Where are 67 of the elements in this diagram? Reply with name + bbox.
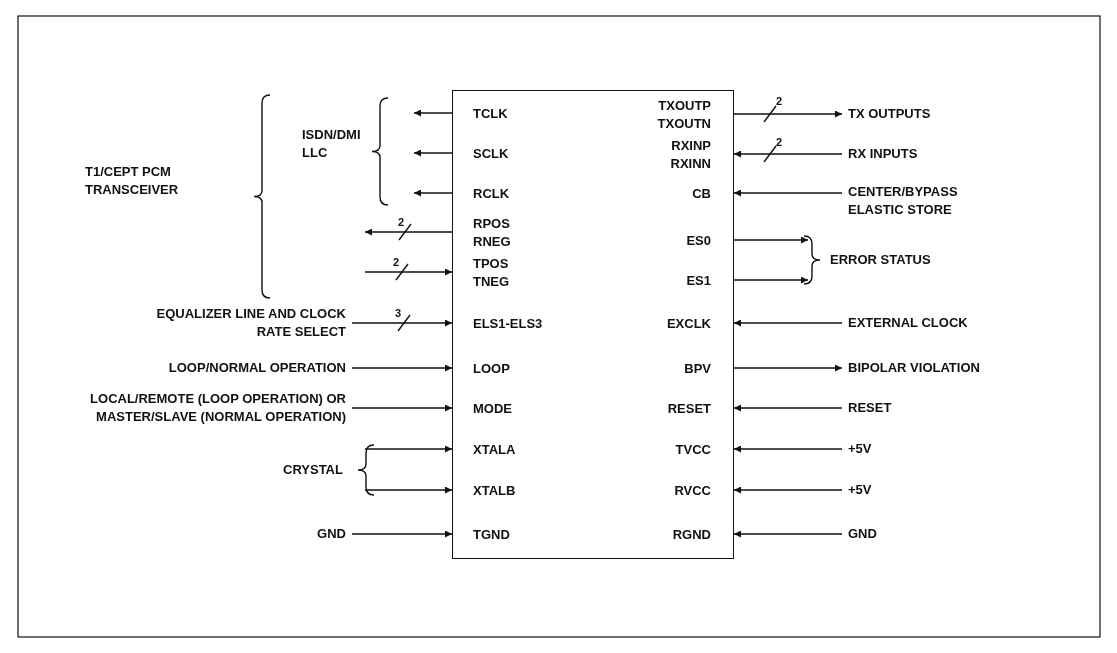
pin-name: EXCLK xyxy=(651,315,711,333)
pin-name: RESET xyxy=(651,400,711,418)
chip-body xyxy=(452,90,734,559)
pin-name: ELS1-ELS3 xyxy=(473,315,563,333)
group-label: ISDN/DMI LLC xyxy=(302,126,362,162)
signal-arrow xyxy=(733,486,843,494)
signal-arrow xyxy=(733,150,843,158)
signal-label: GND xyxy=(848,525,1008,543)
signal-label: TX OUTPUTS xyxy=(848,105,1008,123)
signal-arrow xyxy=(733,404,843,412)
signal-label: EXTERNAL CLOCK xyxy=(848,314,1008,332)
group-label: ERROR STATUS xyxy=(830,251,932,269)
signal-arrow xyxy=(733,364,843,372)
pin-name: CB xyxy=(651,185,711,203)
signal-arrow xyxy=(364,445,453,453)
signal-arrow xyxy=(733,445,843,453)
signal-arrow xyxy=(733,276,809,284)
pin-name: TXOUTP TXOUTN xyxy=(641,97,711,133)
signal-arrow xyxy=(351,319,453,327)
signal-arrow xyxy=(413,189,453,197)
signal-arrow xyxy=(413,109,453,117)
signal-arrow xyxy=(733,236,809,244)
bus-width-number: 2 xyxy=(393,255,400,270)
signal-arrow xyxy=(733,319,843,327)
pin-name: ES1 xyxy=(651,272,711,290)
pin-name: TCLK xyxy=(473,105,533,123)
signal-arrow xyxy=(413,149,453,157)
pin-name: SCLK xyxy=(473,145,533,163)
pin-name: RGND xyxy=(651,526,711,544)
pin-name: XTALB xyxy=(473,482,533,500)
signal-arrow xyxy=(351,364,453,372)
signal-arrow xyxy=(733,189,843,197)
signal-label: EQUALIZER LINE AND CLOCK RATE SELECT xyxy=(156,305,346,341)
signal-arrow xyxy=(364,268,453,276)
signal-arrow xyxy=(364,486,453,494)
signal-label: LOOP/NORMAL OPERATION xyxy=(106,359,346,377)
pin-name: XTALA xyxy=(473,441,533,459)
signal-arrow xyxy=(733,110,843,118)
signal-label: RESET xyxy=(848,399,1008,417)
bus-width-number: 2 xyxy=(398,215,405,230)
signal-label: RX INPUTS xyxy=(848,145,1008,163)
signal-label: +5V xyxy=(848,481,1008,499)
pin-name: ES0 xyxy=(651,232,711,250)
pin-name: TPOS TNEG xyxy=(473,255,523,291)
group-label: T1/CEPT PCM TRANSCEIVER xyxy=(85,163,180,199)
bus-width-number: 3 xyxy=(395,306,402,321)
signal-label: CENTER/BYPASS ELASTIC STORE xyxy=(848,183,1008,219)
pin-name: RVCC xyxy=(651,482,711,500)
pin-name: RPOS RNEG xyxy=(473,215,523,251)
signal-arrow xyxy=(351,404,453,412)
signal-label: GND xyxy=(286,525,346,543)
pin-name: LOOP xyxy=(473,360,533,378)
signal-arrow xyxy=(351,530,453,538)
pin-name: TVCC xyxy=(651,441,711,459)
group-label: CRYSTAL xyxy=(283,461,344,479)
signal-arrow xyxy=(733,530,843,538)
signal-arrow xyxy=(364,228,453,236)
signal-label: +5V xyxy=(848,440,1008,458)
signal-label: BIPOLAR VIOLATION xyxy=(848,359,1038,377)
pin-name: RCLK xyxy=(473,185,533,203)
pin-name: BPV xyxy=(651,360,711,378)
bus-width-number: 2 xyxy=(776,135,783,150)
pin-name: TGND xyxy=(473,526,533,544)
signal-label: LOCAL/REMOTE (LOOP OPERATION) OR MASTER/SLAVE (NORMAL OPERATION) xyxy=(46,390,346,426)
pin-name: RXINP RXINN xyxy=(641,137,711,173)
pin-name: MODE xyxy=(473,400,533,418)
bus-width-number: 2 xyxy=(776,94,783,109)
